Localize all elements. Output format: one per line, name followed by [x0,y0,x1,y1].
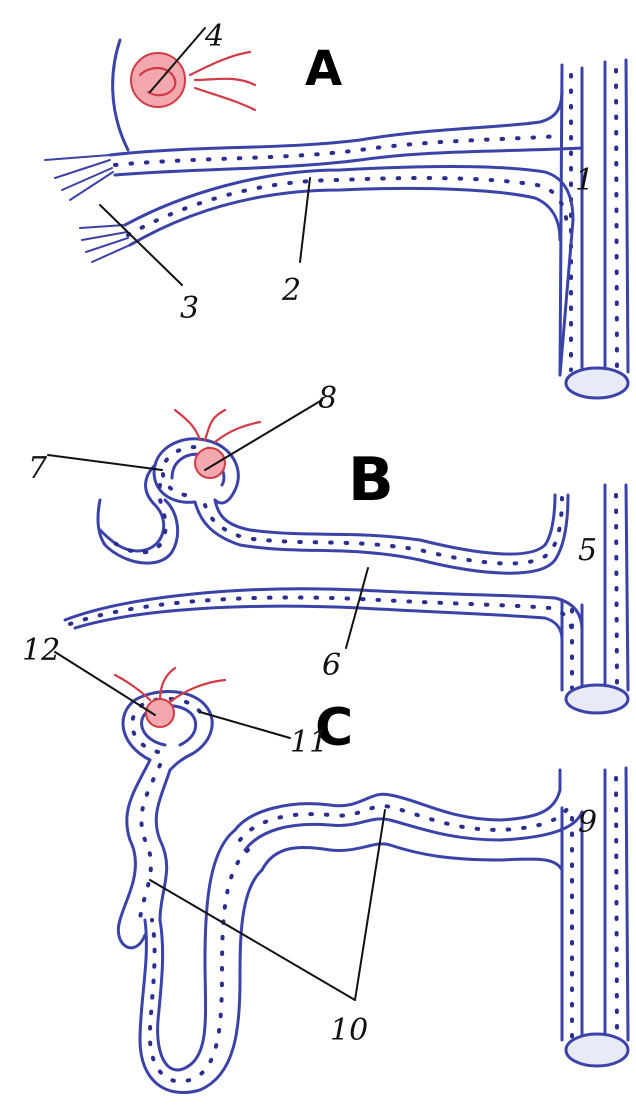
label-9: 9 [578,805,597,840]
label-10: 10 [330,1013,368,1048]
leader-12 [55,652,155,715]
loop-of-henle-c [140,830,262,1093]
panel-letter-b: B [348,445,394,515]
panel-c: C 9 10 11 12 [22,633,628,1093]
label-6: 6 [322,648,341,683]
glomerulus-a [131,52,255,110]
tubule-lower-a [125,166,573,375]
distal-tubule-c [235,770,582,870]
label-5: 5 [578,533,597,568]
border-line-a [113,40,128,150]
label-7: 7 [28,451,48,486]
panel-a: A 1 2 3 4 [45,19,628,398]
tubule-lower-b [65,589,582,640]
leader-7 [48,455,162,470]
leader-10b [355,810,385,1000]
label-1: 1 [575,163,594,198]
label-11: 11 [290,725,328,760]
label-4: 4 [204,19,224,54]
tubule-upper-a [110,90,582,175]
panel-b: B 5 6 7 8 [28,381,628,713]
label-3: 3 [180,291,199,326]
frayed-ends-a [45,155,130,262]
collecting-duct-a [560,60,628,398]
label-12: 12 [22,633,60,668]
label-2: 2 [281,273,301,308]
panel-letter-a: A [305,41,342,97]
leader-10a [150,880,355,1000]
label-8: 8 [318,381,337,416]
collecting-duct-b [562,485,628,713]
